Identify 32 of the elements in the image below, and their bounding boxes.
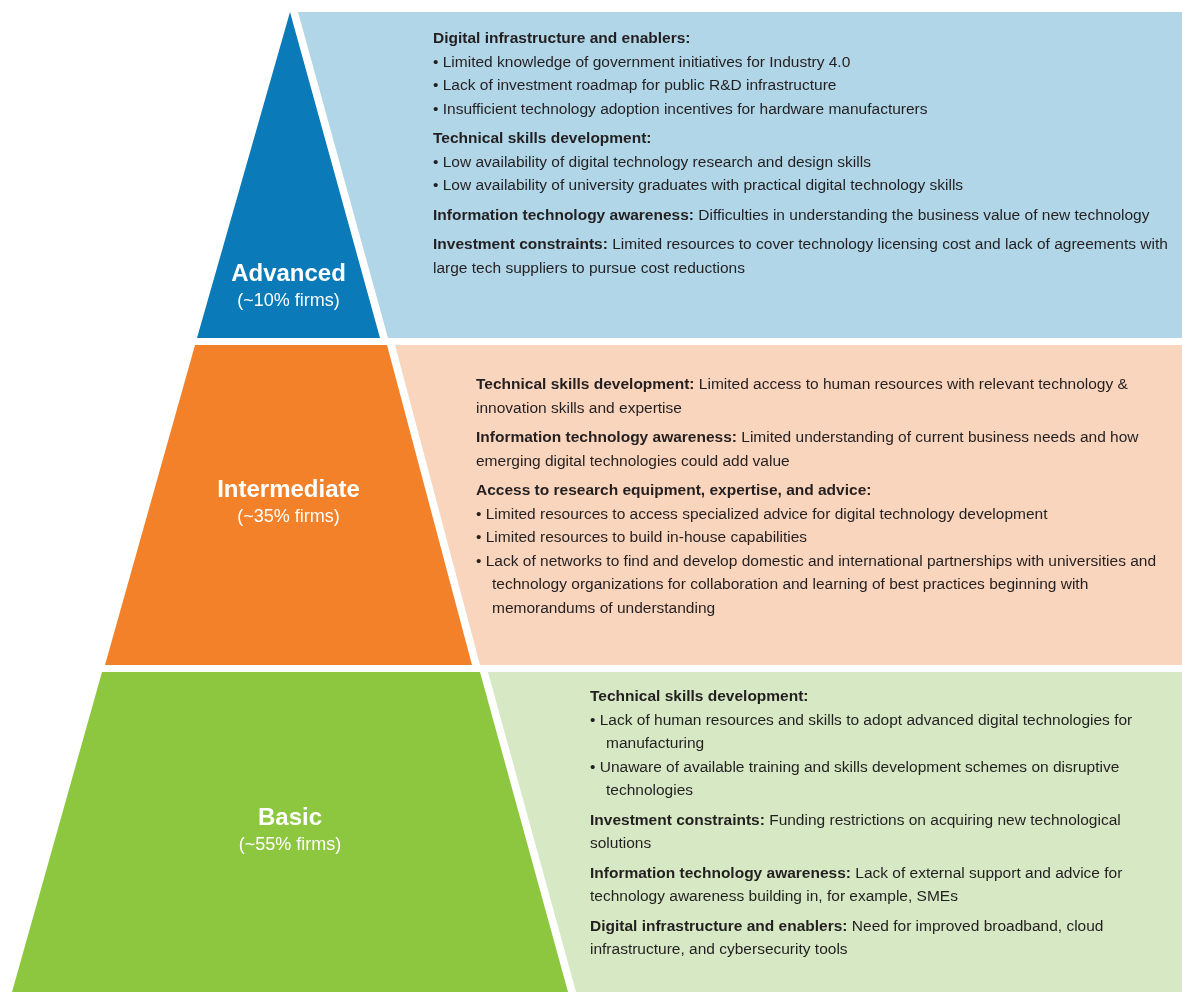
tier-share: (~35% firms) [237, 505, 340, 528]
tier-share: (~55% firms) [238, 833, 342, 856]
bullet-item: • Limited knowledge of government initiatives for Industry 4.0 [433, 51, 852, 72]
bullet-item: • Limited resources to build in-house capabilities [476, 527, 809, 547]
paragraph: Information technology awareness: Lack of external support and advice for technology awareness building in, for example, SMEs [590, 862, 1124, 906]
bullet-item: • Low availability of digital technology research and design skills [433, 151, 872, 172]
tier-name: Basic [257, 802, 322, 832]
paragraph: Investment constraints: Funding restrictions on acquiring new technological solutions [590, 809, 1122, 853]
bullet-item: • Low availability of university graduates with practical digital technology skills [433, 175, 965, 195]
paragraph: Digital infrastructure and enablers: Need for improved broadband, cloud infrastructure, and cybersecurity tools [590, 915, 1105, 959]
pyramid-tier [105, 345, 472, 665]
section-heading: Technical skills development: [433, 128, 653, 148]
tier-name: Intermediate [217, 474, 360, 504]
section-heading: Technical skills development: [590, 686, 810, 706]
paragraph: Information technology awareness: Limited understanding of current business needs and how emerging digital technologies could add value [476, 427, 1140, 471]
pyramid-tier [197, 12, 380, 338]
paragraph: Information technology awareness: Difficulties in understanding the business value of new technology [433, 204, 1151, 225]
tier-name: Advanced [231, 258, 346, 288]
text-panel [488, 672, 1182, 992]
bullet-item: • Lack of networks to find and develop domestic and international partnerships with universities and technology organizations for collaboration and learning of best practices beginning with memorandums of understanding [476, 550, 1158, 618]
paragraph: Technical skills development: Limited access to human resources with relevant technology & innovation skills and expertise [476, 374, 1129, 418]
section-heading: Access to research equipment, expertise, and advice: [476, 480, 873, 500]
paragraph: Investment constraints: Limited resources to cover technology licensing cost and lack of agreements with large tech suppliers to pursue cost reductions [433, 234, 1169, 278]
section-heading: Digital infrastructure and enablers: [433, 28, 692, 48]
bullet-item: • Insufficient technology adoption incentives for hardware manufacturers [433, 98, 929, 119]
text-panel [395, 345, 1182, 665]
bullet-item: • Limited resources to access specialized advice for digital technology development [476, 503, 1049, 524]
bullet-item: • Lack of investment roadmap for public R&D infrastructure [433, 75, 838, 95]
pyramid-tier [12, 672, 568, 992]
bullet-item: • Lack of human resources and skills to adopt advanced digital technologies for manufacturing [590, 709, 1134, 753]
bullet-item: • Unaware of available training and skills development schemes on disruptive technologies [590, 756, 1121, 800]
tier-share: (~10% firms) [237, 289, 340, 312]
